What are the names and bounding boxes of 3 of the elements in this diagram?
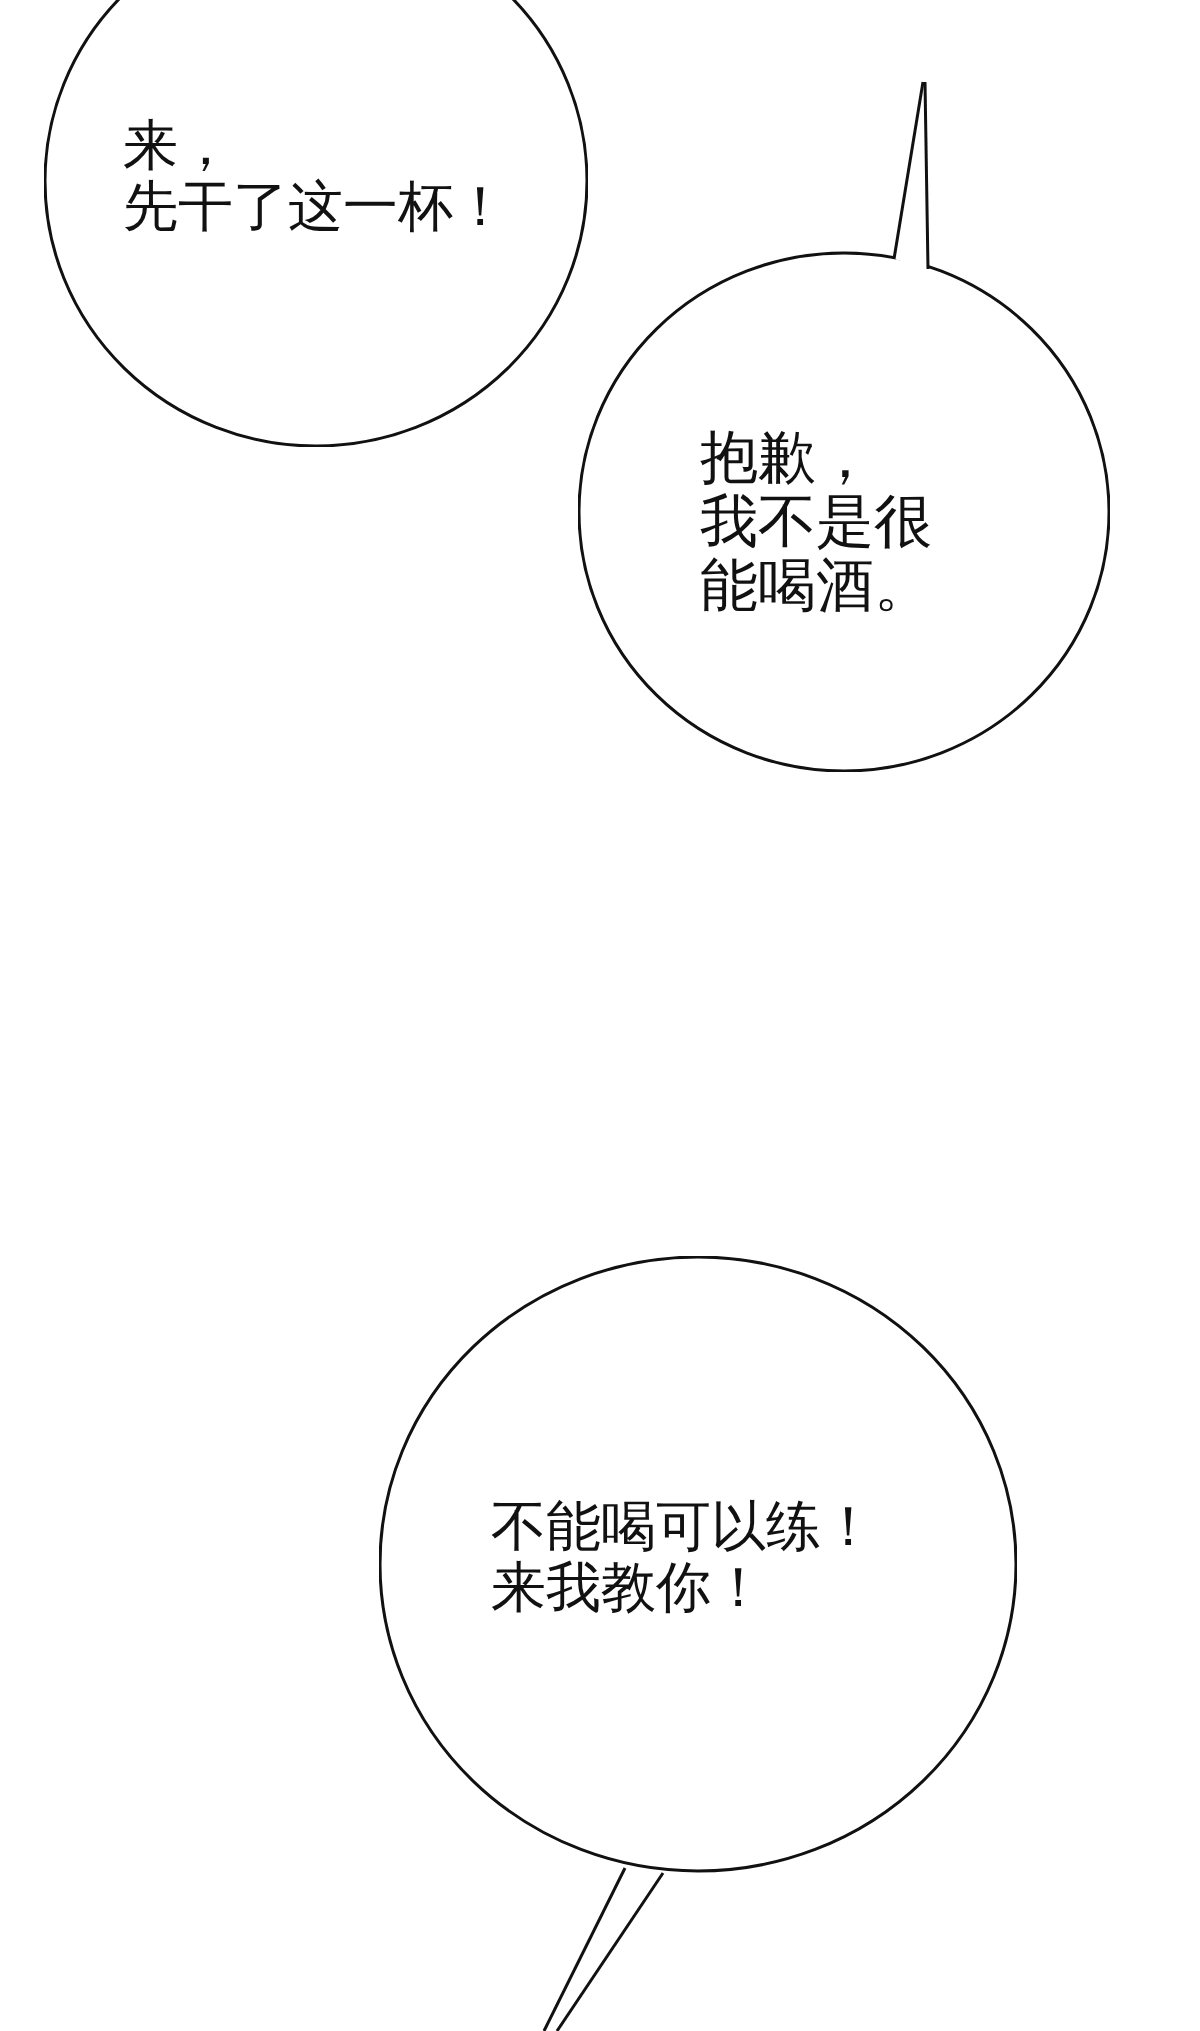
speech-text: 不能喝可以练！来我教你！ [491,1496,876,1617]
speech-text: 来，先干了这一杯！ [123,115,508,236]
speech-text: 抱歉，我不是很能喝酒。 [700,426,932,618]
